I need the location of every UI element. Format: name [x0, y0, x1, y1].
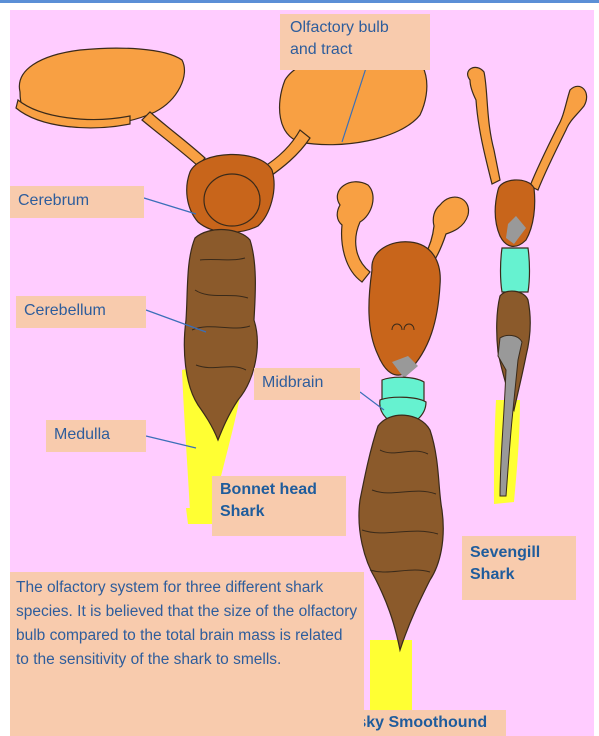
bonnethead-olfactory-tract-left [142, 112, 205, 166]
sevengill-brain [468, 67, 587, 504]
label-cerebellum: Cerebellum [16, 296, 146, 328]
label-cerebrum: Cerebrum [10, 186, 144, 218]
dusky-olfactory-bulb-left [337, 182, 373, 282]
label-midbrain: Midbrain [254, 368, 360, 400]
caption-text: The olfactory system for three different… [10, 572, 364, 736]
sevengill-olfactory-right [530, 86, 587, 190]
dusky-cerebrum [369, 242, 440, 375]
sevengill-olfactory-left [468, 67, 500, 184]
label-medulla: Medulla [46, 420, 146, 452]
sevengill-midbrain [501, 248, 530, 292]
species-bonnethead: Bonnet head Shark [212, 476, 346, 536]
species-sevengill: Sevengill Shark [462, 536, 576, 600]
label-olfactory-bulb: Olfactory bulb and tract [280, 14, 430, 70]
bonnethead-brain [16, 48, 427, 524]
